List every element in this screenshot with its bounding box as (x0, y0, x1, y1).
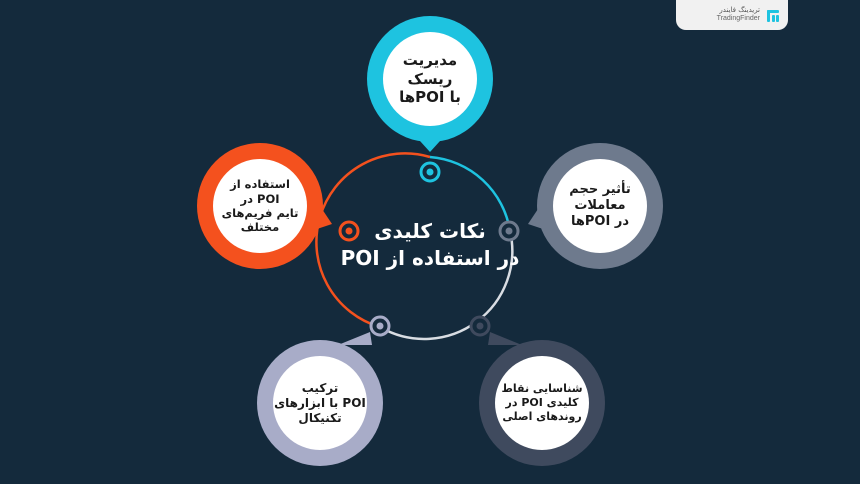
brand-mark-icon (766, 8, 780, 22)
bubble-top-label: مدیریت ریسک با POIها (399, 50, 461, 107)
bubble-top (367, 16, 493, 152)
node-left (338, 220, 360, 242)
bubble-left (197, 143, 332, 269)
node-top (419, 161, 441, 183)
bubble-bottom-right-label: شناسایی نقاط کلیدی POI در روندهای اصلی (501, 382, 583, 423)
bubble-left-label: استفاده از POI در تایم فریم‌های مختلف (221, 177, 299, 235)
brand-logo-text: تریدینگ فایندر TradingFinder (717, 7, 760, 22)
bubble-right-label: تأثیر حجم معاملات در POIها (569, 181, 631, 230)
brand-name-fa: تریدینگ فایندر (719, 6, 760, 15)
bubble-bottom-left-label-box: ترکیب POI با ابزارهای تکنیکال (273, 356, 367, 450)
bubble-bottom-right-label-box: شناسایی نقاط کلیدی POI در روندهای اصلی (495, 356, 589, 450)
bubble-right-label-box: تأثیر حجم معاملات در POIها (553, 159, 647, 253)
bubble-left-label-box: استفاده از POI در تایم فریم‌های مختلف (213, 159, 307, 253)
bubble-top-label-box: مدیریت ریسک با POIها (383, 32, 477, 126)
node-bottom-left (369, 315, 391, 337)
bubble-bottom-left-label: ترکیب POI با ابزارهای تکنیکال (274, 380, 366, 425)
center-title: نکات کلیدی در استفاده از POI (340, 219, 520, 270)
brand-logo: تریدینگ فایندر TradingFinder (676, 0, 788, 30)
bubble-right (528, 143, 663, 269)
brand-name-en: TradingFinder (716, 15, 760, 22)
node-bottom-right (469, 315, 491, 337)
bubble-bottom-right (479, 332, 605, 466)
bubble-bottom-left (257, 332, 383, 466)
node-right (498, 220, 520, 242)
ring-arc-cyan (429, 155, 512, 232)
